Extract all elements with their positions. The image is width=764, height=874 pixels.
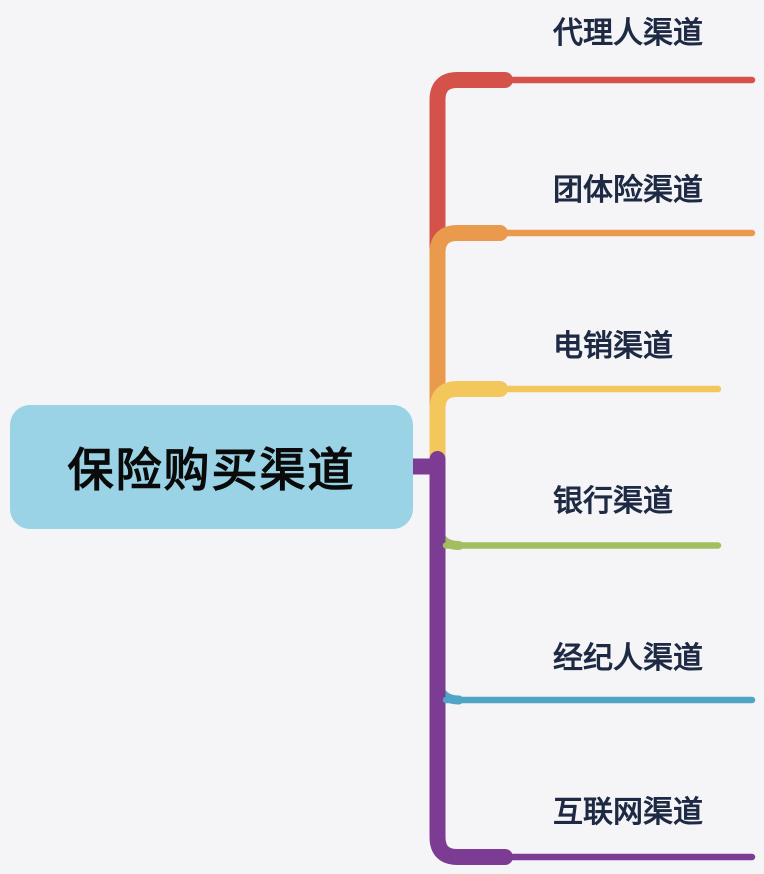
branch-group-spine	[429, 225, 508, 413]
branch-label-group[interactable]: 团体险渠道	[553, 174, 703, 207]
branch-agent-spine	[429, 72, 513, 256]
branch-label-agent[interactable]: 代理人渠道	[553, 17, 703, 50]
branch-label-telemarketing[interactable]: 电销渠道	[553, 330, 673, 363]
root-node-label: 保险购买渠道	[67, 444, 356, 496]
branch-internet-spine	[403, 451, 513, 865]
root-node[interactable]: 保险购买渠道	[10, 405, 413, 529]
branch-label-bank[interactable]: 银行渠道	[553, 485, 673, 518]
branch-label-broker[interactable]: 经纪人渠道	[553, 642, 703, 675]
branch-label-internet[interactable]: 互联网渠道	[553, 796, 703, 829]
branch-telemarketing-spine	[429, 381, 508, 470]
